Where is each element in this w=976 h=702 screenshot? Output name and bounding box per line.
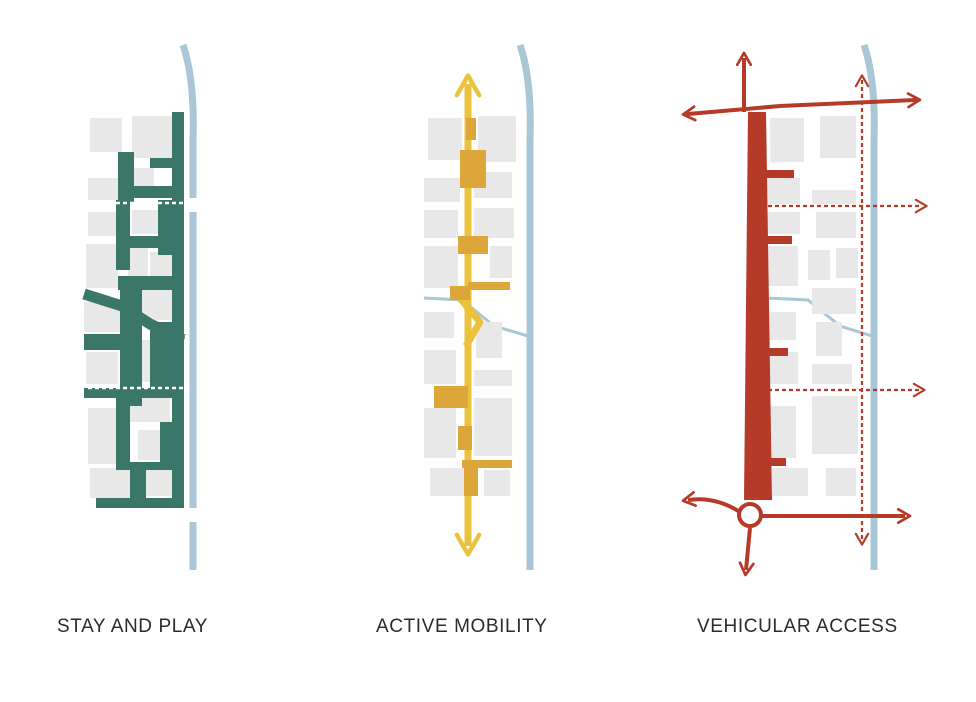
active-route-diagonal [455,293,484,348]
roundabout [737,502,763,528]
panel-active-mobility [423,43,534,570]
building-blocks [766,116,858,496]
dotted-vehicle-routes [768,74,928,546]
main-spine [744,112,772,500]
river [179,43,197,570]
public-space-network [84,112,184,508]
caption-active-mobility: ACTIVE MOBILITY [376,616,548,637]
east-west-road [681,92,922,122]
caption-vehicular-access: VEHICULAR ACCESS [697,616,898,637]
river-gaps [186,198,198,522]
caption-stay-and-play: STAY AND PLAY [57,616,209,637]
south-west-road [681,491,742,514]
river [516,43,534,570]
service-stubs [760,170,794,466]
dotted-crossings [88,118,188,505]
river [860,43,878,570]
panel-stay-and-play [82,43,198,570]
active-spaces [434,118,512,496]
panel-vehicular-access [681,43,928,577]
diagonal-street [82,288,187,345]
south-road [738,527,755,577]
building-blocks [84,116,174,498]
